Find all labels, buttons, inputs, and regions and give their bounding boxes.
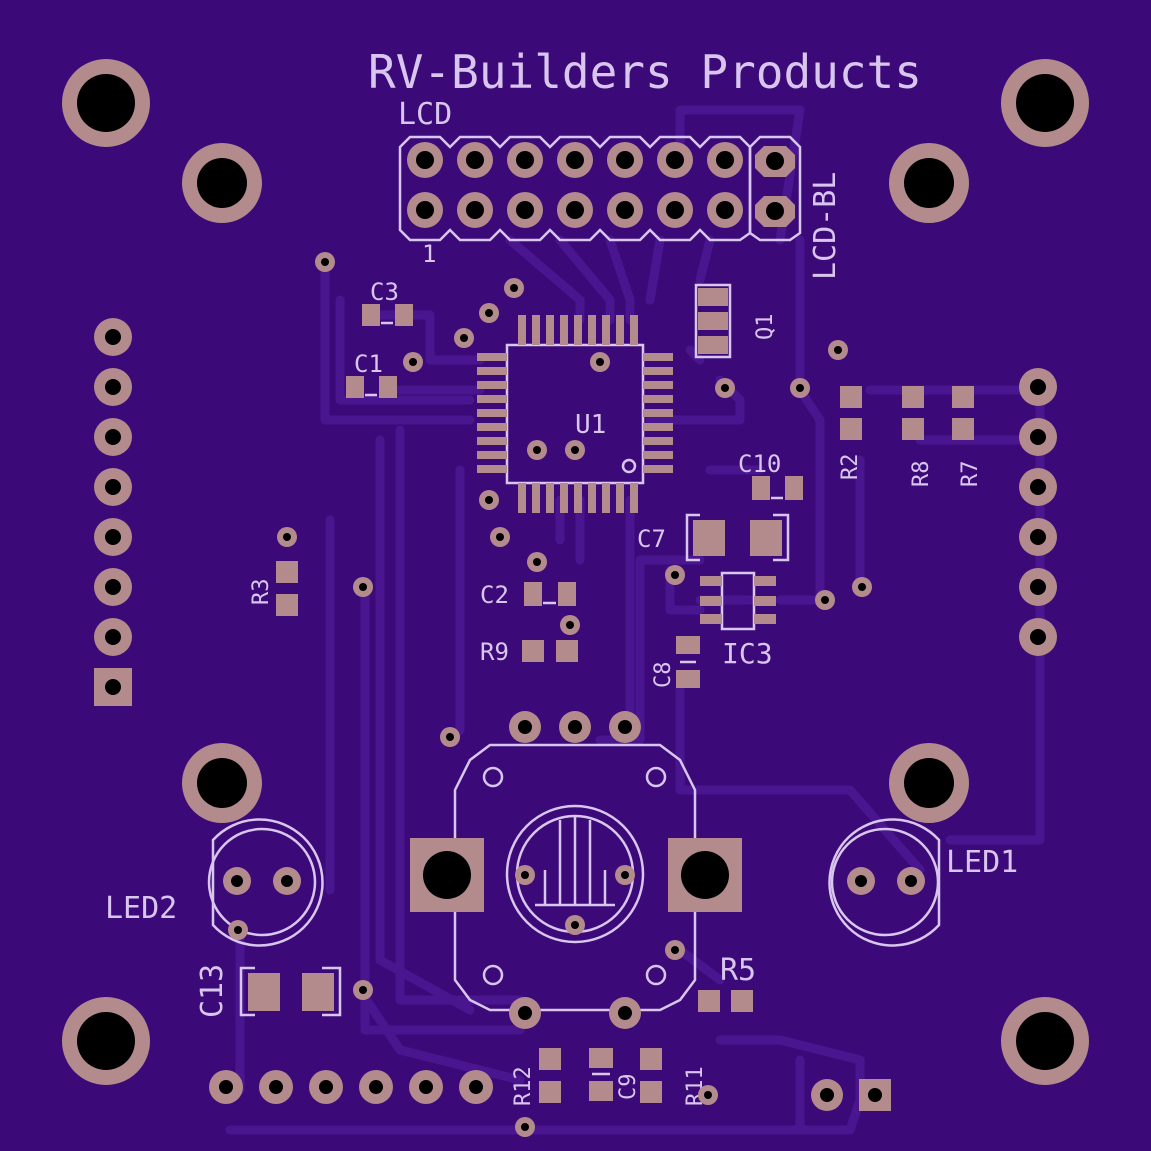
c3-capacitor: C3 [362, 278, 413, 326]
r5-label: R5 [720, 953, 756, 988]
vias [228, 252, 872, 1137]
c9-capacitor: C9 [589, 1048, 641, 1101]
led2: LED2 [105, 818, 324, 947]
c13-capacitor: C13 [195, 964, 342, 1018]
r3-resistor: R3 [249, 561, 298, 616]
right-header [1019, 368, 1057, 656]
c7-label: C7 [637, 525, 666, 553]
c8-label: C8 [651, 662, 676, 689]
lcd-label: LCD [398, 97, 452, 132]
r12-label: R12 [511, 1066, 536, 1106]
c8-capacitor: C8 [651, 636, 700, 688]
lcd-header: LCD 1 [398, 97, 752, 268]
r5-resistor: R5 [698, 953, 756, 1012]
c1-label: C1 [354, 350, 383, 378]
bottom-header [209, 1070, 493, 1104]
r3-label: R3 [249, 579, 274, 606]
u1-label: U1 [575, 410, 606, 440]
ic3-regulator: IC3 [700, 571, 776, 670]
c10-capacitor: C10 [738, 450, 803, 500]
c3-label: C3 [370, 278, 399, 306]
c9-label: C9 [616, 1074, 641, 1101]
board-title: RV-Builders Products [368, 45, 922, 99]
c2-capacitor: C2 [480, 581, 576, 609]
r12-resistor: R12 [511, 1048, 561, 1106]
lcd-bl-header: LCD-BL [748, 135, 843, 280]
left-header [94, 318, 132, 706]
c1-capacitor: C1 [346, 350, 397, 398]
r2-resistor: R2 [838, 386, 863, 480]
led1-label: LED1 [946, 845, 1018, 880]
q1-label: Q1 [753, 314, 778, 341]
r9-label: R9 [480, 638, 509, 666]
led2-label: LED2 [105, 891, 177, 926]
c2-label: C2 [480, 581, 509, 609]
power-connector [811, 1079, 891, 1111]
q1-transistor: Q1 [694, 283, 778, 359]
r9-resistor: R9 [480, 638, 578, 666]
pin1-label: 1 [422, 240, 436, 268]
r7-resistor: R7 [952, 386, 983, 487]
ic3-label: IC3 [722, 637, 773, 670]
r8-label: R8 [909, 461, 934, 488]
c10-label: C10 [738, 450, 781, 478]
c7-capacitor: C7 [637, 513, 790, 562]
led1: LED1 [828, 818, 1018, 947]
r7-label: R7 [958, 461, 983, 488]
r8-resistor: R8 [902, 386, 934, 487]
mounting-holes [62, 59, 1089, 1085]
u1-chip: U1 [477, 315, 673, 513]
c13-label: C13 [195, 964, 230, 1018]
r2-label: R2 [838, 454, 863, 481]
lcd-bl-label: LCD-BL [808, 172, 843, 280]
